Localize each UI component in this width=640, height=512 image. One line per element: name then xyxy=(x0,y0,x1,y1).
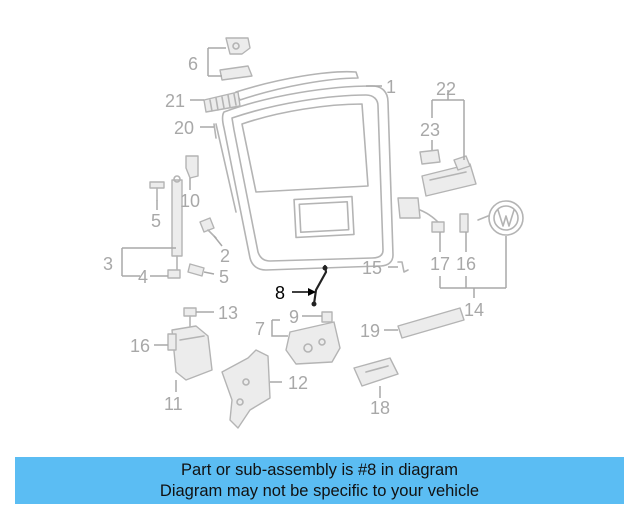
callout-22: 22 xyxy=(436,79,456,99)
banner-line-1: Part or sub-assembly is #8 in diagram xyxy=(181,461,458,479)
callout-5-lower: 5 xyxy=(219,267,229,287)
latch-7-part xyxy=(285,321,341,365)
handle-22-part xyxy=(421,155,477,197)
spring-part xyxy=(203,91,241,113)
bolt-9-part xyxy=(321,311,333,323)
bolt-5-lower-part xyxy=(187,263,205,277)
bolt-2-part xyxy=(199,217,217,239)
emblem-part xyxy=(477,200,524,236)
bolt-4-part xyxy=(167,269,181,279)
callout-7: 7 xyxy=(255,319,265,339)
callout-19: 19 xyxy=(360,321,380,341)
weatherstrip-part xyxy=(213,123,217,139)
banner-line-2: Diagram may not be specific to your vehi… xyxy=(159,481,480,500)
parts-diagram: 1 2 3 4 5 5 6 7 8 9 10 11 12 13 14 15 16… xyxy=(103,37,524,429)
tailgate-part xyxy=(215,70,394,271)
bolt-5-upper-part xyxy=(149,181,165,201)
callout-16-left: 16 xyxy=(130,336,150,356)
callout-20: 20 xyxy=(174,118,194,138)
callout-4: 4 xyxy=(138,267,148,287)
hook-15-part xyxy=(397,261,409,273)
callout-12: 12 xyxy=(288,373,308,393)
callout-17: 17 xyxy=(430,254,450,274)
callout-2: 2 xyxy=(220,246,230,266)
callout-16-right: 16 xyxy=(456,254,476,274)
lamp-17-part xyxy=(397,197,445,233)
callout-5-upper: 5 xyxy=(151,211,161,231)
info-banner: Part or sub-assembly is #8 in diagram Di… xyxy=(15,457,624,504)
license-lamp-18-part xyxy=(353,357,399,387)
actuator-11-part xyxy=(167,325,213,381)
callout-11: 11 xyxy=(164,394,183,414)
callout-9: 9 xyxy=(289,307,299,327)
callout-21: 21 xyxy=(165,91,185,111)
callout-6: 6 xyxy=(188,54,198,74)
callout-10: 10 xyxy=(180,191,200,211)
callout-23: 23 xyxy=(420,120,440,140)
callout-numbers: 1 2 3 4 5 5 6 7 8 9 10 11 12 13 14 15 16… xyxy=(103,54,484,418)
trim-19-part xyxy=(397,307,465,339)
leader-lines xyxy=(121,47,507,398)
clip-16-part xyxy=(459,213,469,233)
callout-1: 1 xyxy=(386,77,396,97)
callout-15: 15 xyxy=(362,258,382,278)
callout-18: 18 xyxy=(370,398,390,418)
hinge-part xyxy=(219,37,253,81)
highlighted-part-8 xyxy=(311,264,328,307)
bracket-10-part xyxy=(185,155,199,179)
callout-13: 13 xyxy=(218,303,238,323)
bracket-12-part xyxy=(221,349,271,429)
switch-23-part xyxy=(419,149,441,165)
callout-3: 3 xyxy=(103,254,113,274)
callout-14: 14 xyxy=(464,300,484,320)
callout-8: 8 xyxy=(275,283,285,303)
